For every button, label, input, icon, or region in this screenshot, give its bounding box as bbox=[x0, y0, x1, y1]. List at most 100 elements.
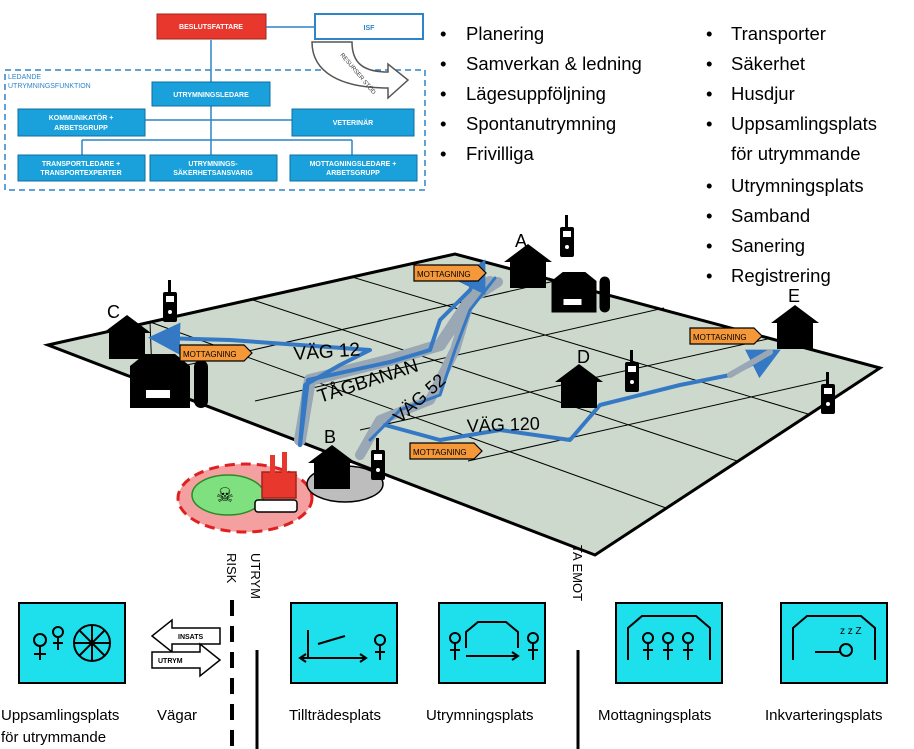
svg-text:•: • bbox=[440, 113, 446, 134]
label-a: A bbox=[515, 231, 527, 251]
list-left-item: Frivilliga bbox=[466, 143, 535, 164]
list-right-item: Samband bbox=[731, 205, 810, 226]
bottom-labels: Uppsamlingsplats för utrymmande Vägar Ti… bbox=[1, 707, 883, 746]
utrymningsledare-box bbox=[151, 81, 271, 107]
resurser-arrow bbox=[311, 41, 410, 100]
barn-a-icon bbox=[551, 272, 610, 313]
svg-text:•: • bbox=[706, 23, 712, 44]
label-c: C bbox=[107, 302, 120, 322]
house-e-icon bbox=[771, 305, 819, 349]
map: VÄG 12 TÅGBANAN VÄG 52 VÄG 120 ☠ MOTTAGN… bbox=[42, 215, 884, 557]
list-right-item: Registrering bbox=[731, 265, 831, 286]
kommunikator-box bbox=[17, 108, 146, 137]
beslutsfattare-box bbox=[156, 13, 267, 40]
uppsamling-icon bbox=[18, 602, 126, 684]
transportledare-label-2: TRANSPORTEXPERTER bbox=[40, 170, 121, 177]
isf-label: ISF bbox=[364, 25, 376, 32]
svg-text:•: • bbox=[440, 23, 446, 44]
utrymningsledare-label: UTRYMNINGSLEDARE bbox=[173, 92, 249, 99]
bullet-list-left: • Planering • Samverkan & ledning • Lägesup… bbox=[440, 23, 642, 164]
uppsamling-label-1: Uppsamlingsplats bbox=[1, 707, 119, 724]
vag52-line bbox=[368, 276, 497, 442]
radio-c-icon bbox=[163, 280, 177, 322]
utrym-arrow-label: UTRYM bbox=[158, 658, 183, 665]
sakerhet-box bbox=[149, 154, 278, 182]
zones: RISK UTRYM TA EMOT bbox=[224, 545, 585, 749]
vagar-arrows: INSATS UTRYM bbox=[150, 618, 222, 678]
ledande-label-1: LEDANDE bbox=[8, 74, 41, 81]
skull-icon: ☠ bbox=[216, 485, 234, 507]
mottagningsledare-label-1: MOTTAGNINGSLEDARE + bbox=[310, 161, 397, 168]
e-grey-track bbox=[727, 349, 773, 378]
isf-box bbox=[314, 13, 424, 40]
ledande-label-2: UTRYMNINGSFUNKTION bbox=[8, 83, 91, 90]
transportledare-box bbox=[17, 154, 146, 182]
utrymning-icon bbox=[438, 602, 546, 684]
insats-label: INSATS bbox=[178, 634, 203, 641]
org-connectors bbox=[81, 40, 353, 155]
svg-text:•: • bbox=[706, 53, 712, 74]
list-left-item: Samverkan & ledning bbox=[466, 53, 642, 74]
ta-emot-label: TA EMOT bbox=[570, 545, 585, 601]
vag120-line bbox=[383, 349, 781, 442]
svg-text:•: • bbox=[440, 83, 446, 104]
uppsamling-label-2: för utrymmande bbox=[1, 729, 106, 746]
risk-label: RISK bbox=[224, 553, 239, 584]
list-right-item: för utrymmande bbox=[731, 143, 861, 164]
list-left-item: Planering bbox=[466, 23, 544, 44]
radio-a-icon bbox=[560, 215, 574, 257]
kommunikator-label-2: ARBETSGRUPP bbox=[54, 125, 108, 132]
vag120-label: VÄG 120 bbox=[466, 413, 540, 436]
factory-icon bbox=[261, 471, 297, 499]
label-b: B bbox=[324, 427, 336, 447]
vag12-road bbox=[148, 322, 372, 447]
vag52-road bbox=[355, 277, 503, 460]
label-e: E bbox=[788, 286, 800, 306]
beslutsfattare-label: BESLUTSFATTARE bbox=[179, 24, 243, 31]
inkvartering-label: Inkvarteringsplats bbox=[765, 707, 883, 724]
ledande-dashed-box bbox=[4, 69, 426, 191]
kommunikator-label-1: KOMMUNIKATÖR + bbox=[49, 113, 114, 122]
bullet-list-right: • Transporter • Säkerhet • Husdjur • Uppsaml… bbox=[706, 23, 877, 286]
barn-c-icon bbox=[130, 354, 208, 408]
org-chart: LEDANDE UTRYMNINGSFUNKTION BESLUTSFATTAR… bbox=[4, 13, 426, 191]
tilltrade-label: Tillträdesplats bbox=[289, 707, 381, 724]
svg-text:•: • bbox=[440, 143, 446, 164]
mottagning-label-c: MOTTAGNING bbox=[183, 350, 237, 359]
svg-text:•: • bbox=[440, 53, 446, 74]
list-left-item: Spontanutrymning bbox=[466, 113, 616, 134]
utrym-arrow bbox=[151, 642, 222, 678]
list-right-item: Utrymningsplats bbox=[731, 175, 864, 196]
veterinar-label: VETERINÄR bbox=[333, 119, 373, 127]
tilltrade-icon bbox=[290, 602, 398, 684]
svg-text:•: • bbox=[706, 265, 712, 286]
list-left-item: Lägesuppföljning bbox=[466, 83, 606, 104]
mottagning-label: Mottagningsplats bbox=[598, 707, 711, 724]
mottagning-label-a: MOTTAGNING bbox=[417, 270, 471, 279]
vagar-label: Vägar bbox=[157, 707, 197, 724]
svg-text:•: • bbox=[706, 235, 712, 256]
list-right-item: Transporter bbox=[731, 23, 826, 44]
sakerhet-label-1: UTRYMNINGS- bbox=[188, 161, 238, 168]
utrym-label: UTRYM bbox=[248, 553, 263, 599]
transportledare-label-1: TRANSPORTLEDARE + bbox=[42, 161, 120, 168]
utrymning-label: Utrymningsplats bbox=[426, 707, 534, 724]
factory-chimney bbox=[282, 452, 287, 474]
factory-chimney bbox=[270, 455, 275, 473]
map-plane bbox=[42, 252, 884, 557]
list-right-item: Uppsamlingsplats bbox=[731, 113, 877, 134]
svg-text:z z Z: z z Z bbox=[840, 626, 862, 637]
house-a-icon bbox=[504, 244, 552, 288]
mottagningsledare-label-2: ARBETSGRUPP bbox=[326, 170, 380, 177]
insats-arrow bbox=[150, 618, 221, 654]
list-right-item: Säkerhet bbox=[731, 53, 805, 74]
svg-text:•: • bbox=[706, 113, 712, 134]
bus-icon bbox=[254, 499, 298, 513]
vag12-label: VÄG 12 bbox=[293, 339, 361, 365]
vag12-branch bbox=[298, 259, 486, 447]
mottagning-icon bbox=[615, 602, 723, 684]
veterinar-box bbox=[291, 108, 415, 137]
list-right-item: Husdjur bbox=[731, 83, 795, 104]
label-d: D bbox=[577, 347, 590, 367]
